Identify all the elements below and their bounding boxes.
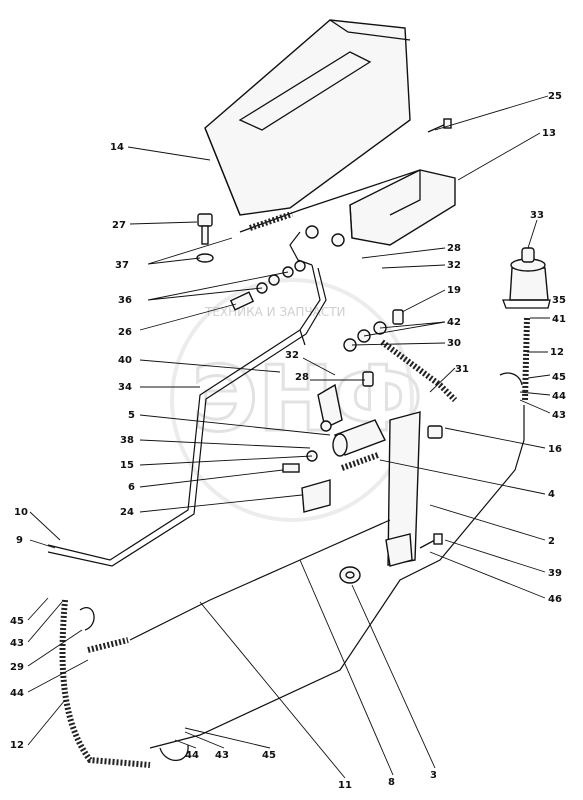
label-12-right: 12 — [550, 347, 564, 358]
label-45-right: 45 — [552, 372, 566, 383]
label-32-top: 32 — [447, 260, 461, 271]
bolt-25 — [427, 118, 452, 133]
label-41: 41 — [552, 314, 566, 325]
watermark: ЭНФ ТЕХНИКА И ЗАПЧАСТИ — [170, 278, 424, 522]
label-42: 42 — [447, 317, 461, 328]
label-44-left: 44 — [10, 688, 24, 699]
label-34: 34 — [118, 382, 132, 393]
label-46: 46 — [548, 594, 562, 605]
label-6: 6 — [128, 482, 135, 493]
label-37: 37 — [115, 260, 129, 271]
label-19: 19 — [447, 285, 461, 296]
brake-pipes — [47, 264, 327, 567]
label-32-mid: 32 — [285, 350, 299, 361]
label-38: 38 — [120, 435, 134, 446]
bolt-27 — [196, 213, 214, 263]
watermark-logo: ЭНФ — [192, 347, 423, 452]
slave-cylinder-fittings — [343, 309, 458, 403]
label-11: 11 — [338, 780, 352, 791]
label-26: 26 — [118, 327, 132, 338]
label-25: 25 — [548, 91, 562, 102]
label-14: 14 — [110, 142, 124, 153]
label-30: 30 — [447, 338, 461, 349]
label-31: 31 — [455, 364, 469, 375]
callout-labels: 25 14 13 27 37 33 28 32 36 19 35 26 42 4… — [10, 91, 566, 791]
label-29: 29 — [10, 662, 24, 673]
left-hose — [59, 519, 391, 768]
leader-lines — [27, 95, 551, 779]
master-cylinder — [239, 169, 456, 266]
label-35: 35 — [552, 295, 566, 306]
label-15: 15 — [120, 460, 134, 471]
label-43-right: 43 — [552, 410, 566, 421]
label-8: 8 — [388, 777, 395, 788]
label-24: 24 — [120, 507, 134, 518]
label-4: 4 — [548, 489, 555, 500]
label-27: 27 — [112, 220, 126, 231]
label-2: 2 — [548, 536, 555, 547]
label-12-left: 12 — [10, 740, 24, 751]
label-43-bottom: 43 — [215, 750, 229, 761]
label-13: 13 — [542, 128, 556, 139]
label-10: 10 — [14, 507, 28, 518]
pedal-box-cover — [204, 19, 411, 216]
label-28-mid: 28 — [295, 372, 309, 383]
grommet-3 — [339, 566, 361, 584]
label-3: 3 — [430, 770, 437, 781]
label-9: 9 — [16, 535, 23, 546]
clutch-cylinder — [282, 371, 386, 473]
label-44-bottom: 44 — [185, 750, 199, 761]
label-45-bottom: 45 — [262, 750, 276, 761]
label-44-right: 44 — [552, 391, 566, 402]
fluid-reservoir — [502, 247, 551, 309]
label-28-top: 28 — [447, 243, 461, 254]
label-36: 36 — [118, 295, 132, 306]
fittings-36 — [229, 260, 306, 311]
bolt-39 — [419, 533, 443, 549]
label-33: 33 — [530, 210, 544, 221]
label-16: 16 — [548, 444, 562, 455]
label-45-left: 45 — [10, 616, 24, 627]
bracket-24 — [301, 479, 331, 513]
label-39: 39 — [548, 568, 562, 579]
reservoir-hose — [149, 317, 530, 749]
label-40: 40 — [118, 355, 132, 366]
return-spring — [340, 452, 380, 471]
label-5: 5 — [128, 410, 135, 421]
clutch-pedal — [385, 411, 443, 567]
label-43-left: 43 — [10, 638, 24, 649]
